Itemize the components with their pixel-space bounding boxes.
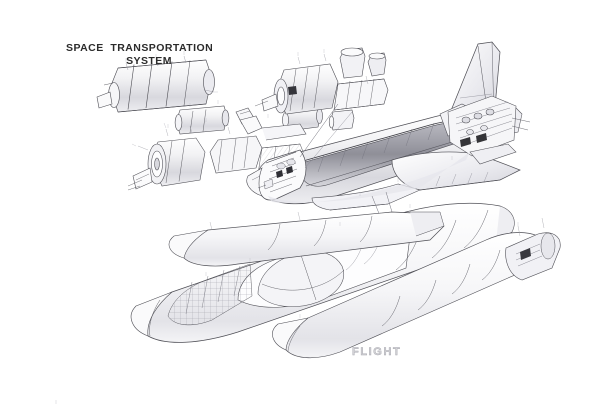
spacelab-module-pallet <box>254 47 389 115</box>
solid-rocket-booster-left <box>168 211 445 267</box>
solid-rocket-booster-right <box>272 217 561 359</box>
title-line-1: SPACE TRANSPORTATION <box>66 42 214 54</box>
title-line-2: SYSTEM <box>126 54 172 67</box>
orbiter <box>246 41 531 211</box>
payload-module-upper-left <box>96 55 215 113</box>
callout-ticks <box>55 49 519 404</box>
page-title: SPACE TRANSPORTATION SYSTEM <box>66 42 266 67</box>
aft-engine-compartment <box>447 95 531 157</box>
payload-module-small-pair <box>174 105 255 135</box>
engine-detail-cluster <box>127 115 307 191</box>
flight-watermark: FLIGHT <box>352 346 402 358</box>
